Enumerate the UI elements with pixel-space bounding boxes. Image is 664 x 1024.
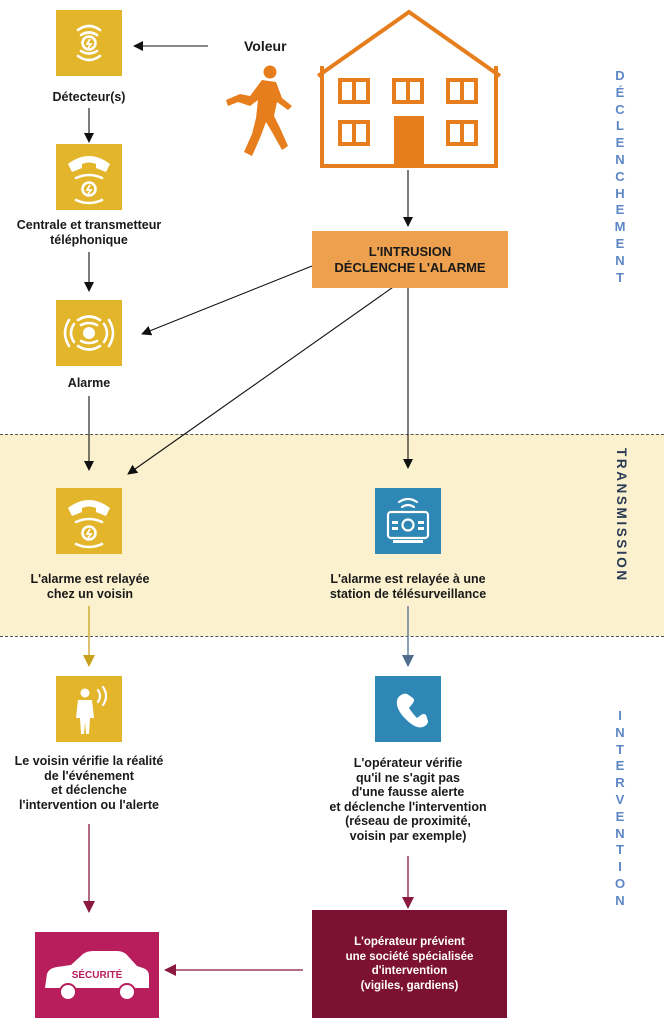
alarm-label: Alarme bbox=[67, 376, 111, 390]
intrusion-box: L'INTRUSION DÉCLENCHE L'ALARME bbox=[312, 231, 508, 288]
operator-notify-box: L'opérateur prévient une société spécial… bbox=[312, 910, 507, 1018]
central-label: Centrale et transmetteur téléphonique bbox=[16, 218, 162, 247]
telephone-relay-icon bbox=[56, 488, 122, 554]
house-illustration bbox=[312, 8, 506, 170]
security-car-icon: SÉCURITÉ bbox=[35, 932, 159, 1018]
station-relay-label: L'alarme est relayée à une station de té… bbox=[329, 572, 487, 601]
thief-figure bbox=[222, 64, 304, 164]
siren-icon bbox=[56, 300, 122, 366]
motion-detector-icon bbox=[56, 10, 122, 76]
neighbor-check-label: Le voisin vérifie la réalité de l'événem… bbox=[14, 754, 164, 812]
operator-check-label: L'opérateur vérifie qu'il ne s'agit pas … bbox=[329, 756, 487, 843]
bottom-dashed-divider bbox=[0, 636, 664, 637]
person-signal-icon bbox=[56, 676, 122, 742]
neighbor-relay-label: L'alarme est relayée chez un voisin bbox=[30, 572, 150, 601]
telephone-transmitter-icon bbox=[56, 144, 122, 210]
arrow-intrusion-to-alarm bbox=[141, 265, 313, 336]
phase-transmission: TRANSMISSION bbox=[614, 448, 629, 583]
security-label: SÉCURITÉ bbox=[71, 970, 123, 981]
arrow-intrusion-to-neighbor bbox=[127, 277, 407, 475]
detector-label: Détecteur(s) bbox=[52, 90, 126, 104]
phone-handset-icon bbox=[375, 676, 441, 742]
monitoring-console-icon bbox=[375, 488, 441, 554]
top-dashed-divider bbox=[0, 434, 664, 435]
thief-label: Voleur bbox=[244, 38, 287, 54]
